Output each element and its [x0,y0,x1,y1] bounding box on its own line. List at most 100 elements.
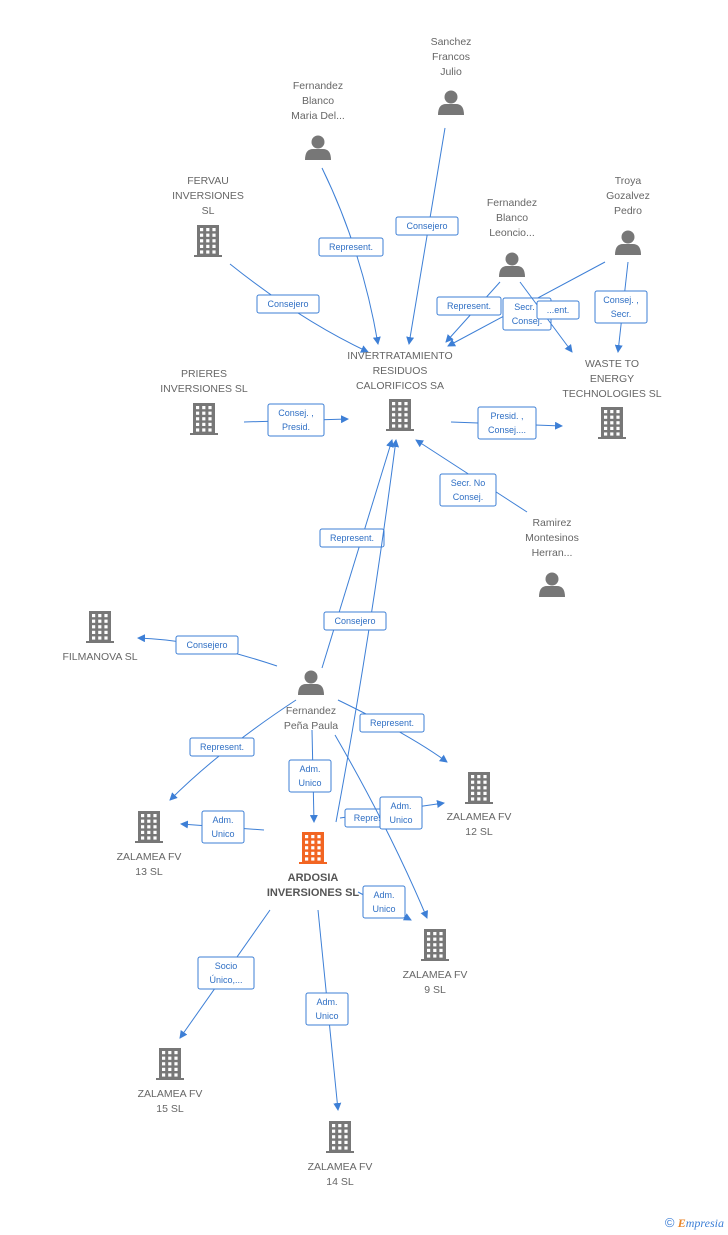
node-label: WASTE TO [585,358,639,370]
edge-label-box[interactable] [395,216,459,236]
edge-label-box[interactable] [359,713,425,733]
edge-label-text: Consej.... [488,425,526,435]
edge-e14[interactable]: Represent. [337,699,448,763]
node-label: Montesinos [525,532,579,544]
footer-brand: © Empresia [665,1215,724,1231]
edge-label-box[interactable] [201,810,245,844]
edge-label-box[interactable] [536,300,580,320]
edge-e6b[interactable]: ...ent. [519,281,580,353]
edge-label-text: Adm. [390,801,411,811]
edge-line [406,127,446,345]
person-icon [615,230,641,255]
edge-label-text: Consejero [334,616,375,626]
edge-e11[interactable]: Consejero [323,439,400,823]
edge-e13[interactable]: Represent. [169,699,297,801]
edge-e1[interactable]: Consejero [395,127,459,345]
edge-label-text: Presid. , [490,411,523,421]
edge-label-box[interactable] [318,237,384,257]
edge-e8[interactable]: Presid. , Consej.... [450,406,563,440]
edge-label-box[interactable] [197,956,255,990]
node-label: Leoncio... [489,227,535,239]
edge-label-text: Único,... [209,975,242,985]
edge-label-text: Socio [215,961,238,971]
edge-label-box[interactable] [288,759,332,793]
edge-e18[interactable]: Adm.Unico [334,734,428,919]
node-label: FERVAU [187,175,229,187]
edge-label-box[interactable] [439,473,497,507]
edge-label-box[interactable] [362,885,406,919]
node-filmanova[interactable]: FILMANOVA SL [62,611,138,663]
edge-label-text: Consej. , [603,295,639,305]
edge-label-text: Consejero [186,640,227,650]
node-label: INVERSIONES SL [267,887,360,899]
edge-label-box[interactable] [319,528,385,548]
building-icon [86,611,114,643]
edge-label-box[interactable] [594,290,648,324]
node-label: INVERSIONES [172,190,244,202]
node-label: Blanco [496,212,528,224]
node-fervau[interactable]: FERVAU INVERSIONES SL [172,175,244,257]
edge-label-box[interactable] [256,294,320,314]
node-fern-leoncio[interactable]: FernandezBlancoLeoncio... [487,197,537,277]
edge-e2[interactable]: Represent. [318,167,384,345]
edge-label-box[interactable] [175,635,239,655]
node-label: Fernandez [293,80,343,92]
edge-label-text: ...ent. [547,305,570,315]
edge-label-box[interactable] [477,406,537,440]
node-label: Fernandez [487,197,537,209]
edge-label-box[interactable] [436,296,502,316]
edge-e5[interactable]: Consej. , Secr. [594,261,648,353]
edge-label-box[interactable] [267,403,325,437]
edge-e21[interactable]: Adm.Unico [305,909,349,1111]
edge-label-text: Secr. [611,309,632,319]
focus-building-icon [299,832,327,864]
edge-label-text: Consej. [453,492,484,502]
edge-label-text: Unico [315,1011,338,1021]
edge-label-box[interactable] [379,796,423,830]
node-label: FILMANOVA SL [62,651,137,663]
node-label: 14 SL [326,1176,354,1188]
edge-label-box[interactable] [189,737,255,757]
edge-e3[interactable]: Consejero [229,263,369,353]
edge-e10[interactable]: Represent. [319,439,394,669]
node-label: SL [202,205,215,217]
edge-label-text: Represent. [370,718,414,728]
node-zal9[interactable]: ZALAMEA FV9 SL [403,929,468,996]
edge-e6[interactable]: Secr. ,Consej. [447,261,606,347]
edge-label-text: Consej. [512,316,543,326]
building-icon [465,772,493,804]
node-label: INVERTRATAMIENTO [347,350,452,362]
edge-e12[interactable]: Consejero [137,634,278,667]
edge-label-box[interactable] [305,992,349,1026]
edge-label-box[interactable] [323,611,387,631]
edge-e4[interactable]: Represent. [436,281,502,343]
node-label: Fernandez [286,705,336,717]
edge-line [229,263,369,353]
edge-label-text: Presid. [282,422,310,432]
edge-e20[interactable]: SocioÚnico,... [179,909,271,1039]
copyright-icon: © [664,1215,675,1230]
node-label: INVERSIONES SL [160,383,248,395]
edge-e15[interactable]: Adm.Unico [288,729,332,823]
building-icon [135,811,163,843]
node-label: ENERGY [590,373,634,385]
edge-e16[interactable]: Adm.Unico [180,810,265,844]
edge-e19[interactable]: Adm.Unico [357,885,412,921]
node-ramirez[interactable]: RamirezMontesinosHerran... [525,517,579,597]
person-icon [539,572,565,597]
edge-e7[interactable]: Consej. ,Presid. [243,403,349,437]
edge-label-text: Unico [298,778,321,788]
